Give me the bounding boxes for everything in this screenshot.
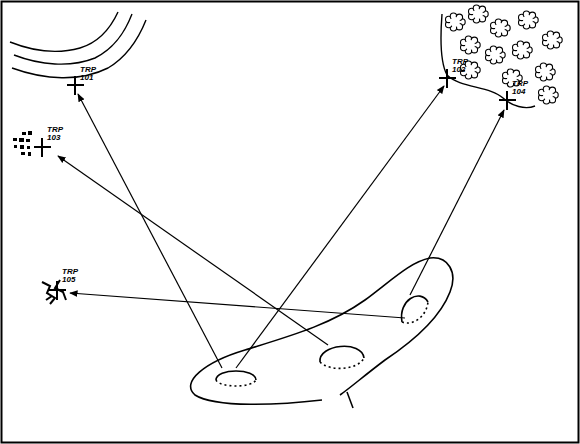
terrain-contours [10,12,146,78]
trp-label: TRP 101 [80,66,96,82]
woodline [441,14,535,108]
trp-label: TRP 105 [62,268,78,284]
fire-arrows [58,86,504,368]
trp-crosses [34,69,516,300]
trp-label: TRP 102 [452,58,468,74]
tree-cluster [445,5,562,104]
trp-label: TRP 103 [47,126,63,142]
trp-label: TRP 104 [512,80,528,96]
hill-contour [191,258,453,408]
building-cluster [13,131,32,156]
